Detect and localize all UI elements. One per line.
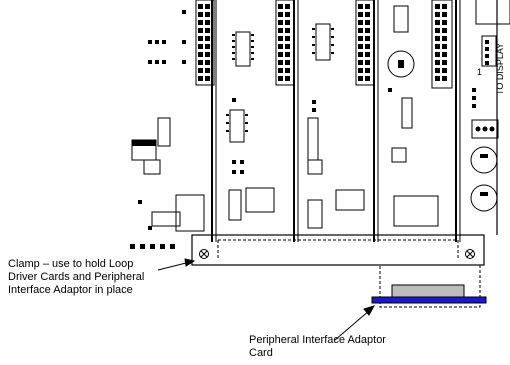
loop-driver-card-2 <box>275 0 299 242</box>
capacitor-mark <box>480 154 488 158</box>
clamp-screw-right <box>465 249 475 259</box>
clamp-callout: Clamp – use to hold Loop Driver Cards an… <box>8 258 144 297</box>
capacitor-round <box>470 146 498 174</box>
ic-chip <box>229 109 245 143</box>
adaptor-arrowhead <box>363 305 376 316</box>
terminal-screw <box>482 126 488 132</box>
ic-chip <box>307 117 319 161</box>
ic-chip <box>235 31 251 67</box>
capacitor-mark <box>398 60 404 68</box>
adaptor-leader-line <box>334 309 371 341</box>
transformer <box>175 194 205 232</box>
adaptor-card-outline <box>379 264 481 308</box>
capacitor-round <box>387 50 415 78</box>
card-2-connector <box>275 0 295 86</box>
loop-driver-card-3 <box>355 0 379 242</box>
card-4-pins <box>435 4 447 81</box>
capacitor-round <box>470 184 498 212</box>
clamp <box>191 234 485 266</box>
display-connector-label: TO DISPLAY <box>495 43 505 95</box>
ic-chip <box>315 23 331 61</box>
card-3-connector <box>355 0 375 86</box>
loop-driver-card-4 <box>431 0 461 242</box>
adaptor-card-callout: Peripheral Interface Adaptor Card <box>249 334 386 360</box>
transistor <box>391 147 407 163</box>
card-1-pins <box>198 4 210 81</box>
ic-chip <box>245 187 275 213</box>
display-header-pins <box>485 40 489 65</box>
display-connector-box <box>475 0 510 25</box>
clamp-screw-left <box>199 249 209 259</box>
clamp-arrowhead <box>184 258 196 267</box>
pin-one-label: 1 <box>477 67 482 77</box>
clamp-leader-line <box>157 261 191 271</box>
capacitor-block-plate <box>132 140 156 146</box>
pad-clusters <box>130 10 476 249</box>
card-3-pins <box>358 4 370 81</box>
small-component <box>143 159 161 175</box>
ic-chip <box>393 5 409 33</box>
ic-chip <box>307 199 323 229</box>
resistor <box>401 97 413 129</box>
terminal-screw <box>475 126 481 132</box>
card-4-connector <box>431 0 453 89</box>
capacitor-mark <box>480 192 488 196</box>
adaptor-card-callout-line: Peripheral Interface Adaptor <box>249 334 386 346</box>
clamp-callout-line: Driver Cards and Peripheral <box>8 271 145 283</box>
clamp-callout-line: Clamp – use to hold Loop <box>8 258 134 270</box>
card-2-pins <box>278 4 290 81</box>
adaptor-card-connector <box>391 284 465 299</box>
adaptor-card-callout-line: Card <box>249 347 273 359</box>
ic-pins <box>226 28 334 132</box>
resistor <box>228 189 242 221</box>
ic-chip <box>335 189 365 211</box>
terminal-screw <box>489 126 495 132</box>
clamp-callout-line: Interface Adaptor in place <box>8 284 133 296</box>
resistor <box>157 117 171 147</box>
card-1-connector <box>195 0 215 86</box>
adaptor-card-edge <box>371 296 487 304</box>
regulator <box>151 211 181 227</box>
transistor <box>307 159 323 175</box>
display-header <box>481 35 497 67</box>
loop-driver-card-1 <box>195 0 217 242</box>
terminal-block <box>471 119 499 139</box>
adaptor-card <box>371 284 487 304</box>
relay <box>393 195 439 227</box>
